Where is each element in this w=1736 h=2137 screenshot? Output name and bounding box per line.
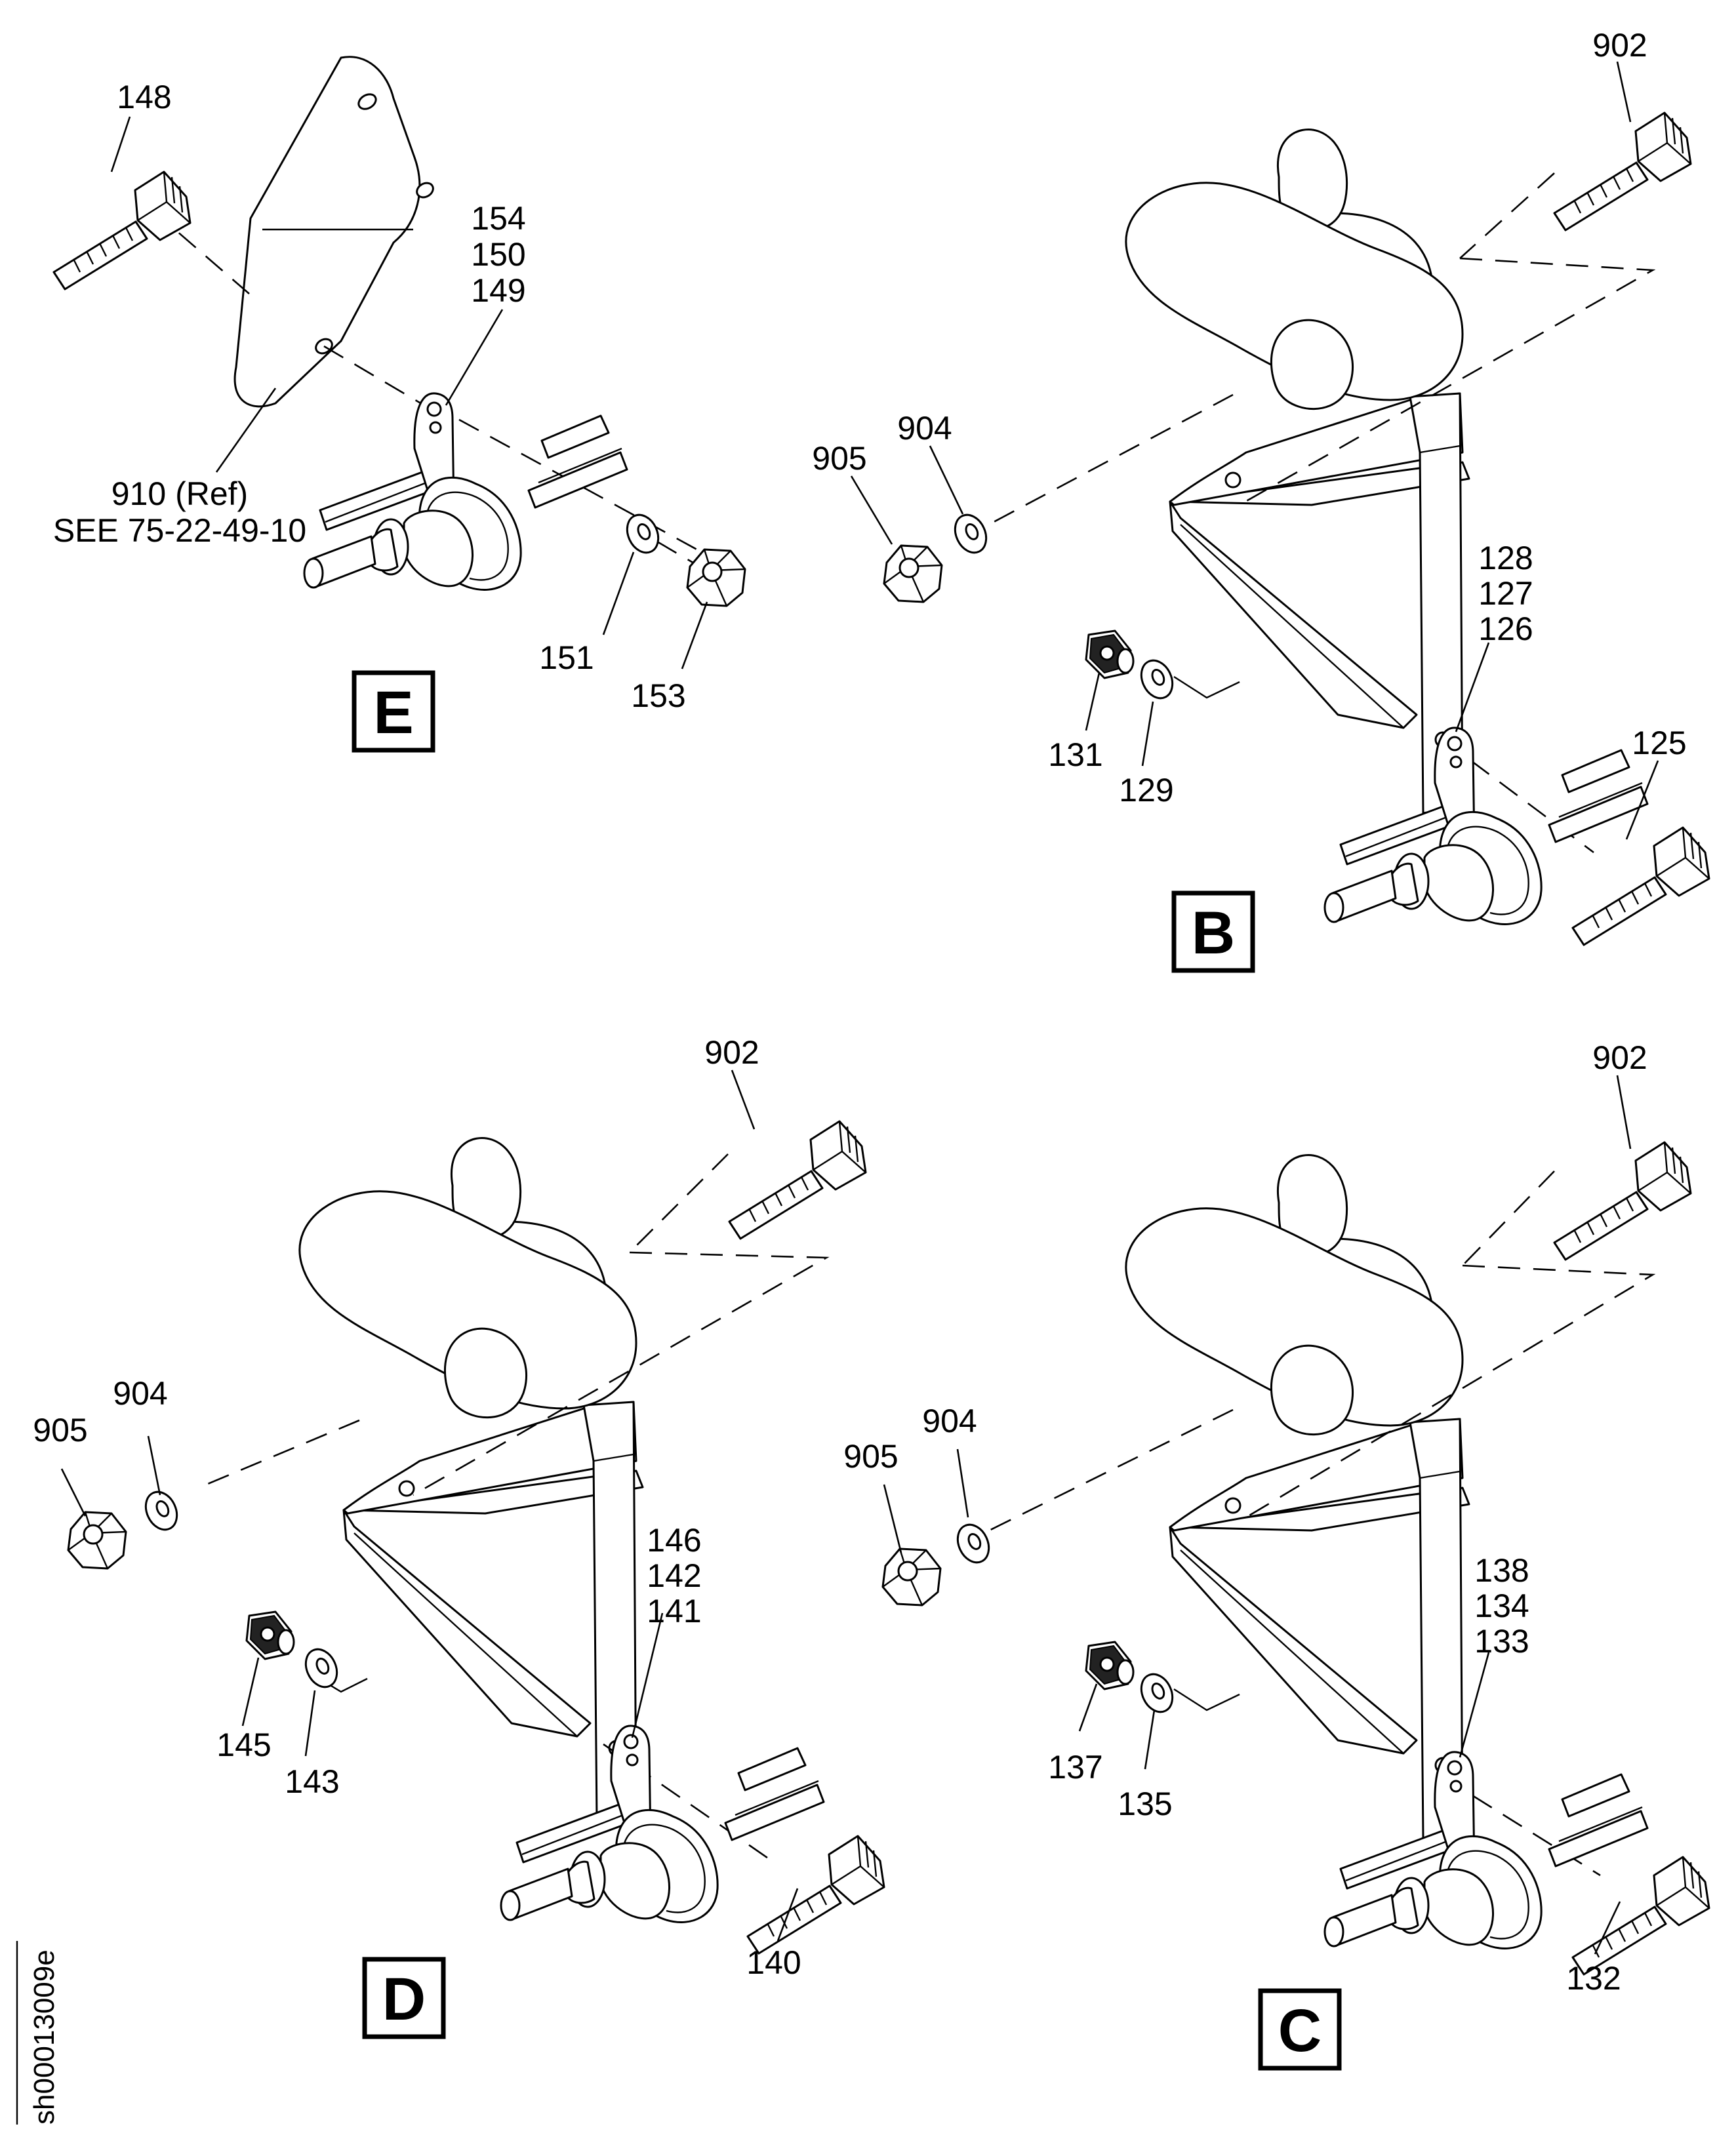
label-902: 902: [1592, 1039, 1647, 1076]
label-905: 905: [843, 1438, 898, 1475]
label-126: 126: [1478, 610, 1533, 647]
view-c: 902 905 904 138 134 133 137 135 132 C: [843, 1039, 1710, 2071]
label-149: 149: [471, 272, 525, 309]
label-135: 135: [1118, 1786, 1172, 1822]
view-e: 148 154 150 149 910 (Ref) SEE 75-22-49-1…: [52, 56, 746, 753]
label-142: 142: [647, 1557, 701, 1594]
view-c-box: [1258, 1988, 1342, 2071]
label-905: 905: [33, 1412, 87, 1448]
label-141: 141: [647, 1593, 701, 1629]
label-148: 148: [117, 79, 171, 115]
label-904: 904: [922, 1403, 977, 1439]
view-c-letter: C: [1278, 1997, 1322, 2064]
label-127: 127: [1478, 575, 1533, 612]
label-138: 138: [1474, 1552, 1529, 1589]
view-e-letter: E: [373, 679, 413, 746]
view-e-box: [352, 670, 435, 753]
label-133: 133: [1474, 1623, 1529, 1660]
label-143: 143: [285, 1763, 339, 1800]
view-d: 902 905 904 146 142 141 145 143 140 D: [33, 1034, 885, 2039]
view-b-box: [1171, 890, 1255, 973]
label-132: 132: [1566, 1960, 1621, 1997]
label-140: 140: [746, 1944, 801, 1981]
label-145: 145: [216, 1727, 271, 1763]
label-see-reference: SEE 75-22-49-10: [53, 512, 306, 549]
label-129: 129: [1119, 772, 1173, 809]
label-153: 153: [631, 677, 685, 714]
label-902: 902: [704, 1034, 759, 1071]
view-d-box: [362, 1957, 446, 2039]
label-154: 154: [471, 200, 525, 237]
view-b-letter: B: [1192, 900, 1235, 967]
label-125: 125: [1632, 725, 1686, 761]
bracket-910-plate: [233, 56, 421, 408]
label-902: 902: [1592, 27, 1647, 64]
label-150: 150: [471, 236, 525, 273]
view-b: 902 905 904 128 127 126 131 129 125 B: [812, 27, 1710, 973]
label-146: 146: [647, 1522, 701, 1559]
label-134: 134: [1474, 1588, 1529, 1624]
label-128: 128: [1478, 540, 1533, 576]
label-904: 904: [113, 1375, 167, 1412]
label-910-ref: 910 (Ref): [111, 475, 248, 512]
figure-id: sh00013009e: [28, 1949, 60, 2125]
label-151: 151: [539, 639, 594, 676]
label-131: 131: [1048, 736, 1102, 773]
view-d-letter: D: [382, 1966, 426, 2033]
label-137: 137: [1048, 1749, 1102, 1786]
label-905: 905: [812, 440, 866, 477]
label-904: 904: [897, 410, 952, 447]
